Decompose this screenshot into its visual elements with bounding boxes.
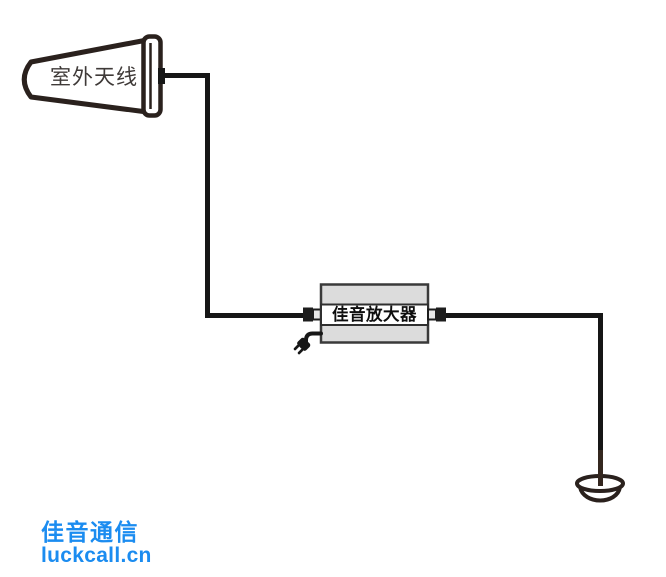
- connector-plug-left: [303, 307, 313, 322]
- plug-body: [297, 337, 311, 351]
- plug-prong: [293, 344, 300, 351]
- amplifier-output-connector: [427, 307, 446, 322]
- antenna-horn-body: [21, 37, 150, 115]
- power-cord: [304, 331, 323, 344]
- brand-company-name: 佳音通信: [41, 519, 139, 545]
- plug-prong: [297, 348, 304, 355]
- power-plug-icon: [293, 331, 323, 355]
- antenna-panel: [141, 34, 163, 118]
- outdoor-antenna-icon: [21, 34, 165, 118]
- outdoor-antenna-label: 室外天线: [50, 66, 138, 89]
- connector-socket-right: [427, 308, 437, 321]
- connector-plug-right: [436, 307, 446, 322]
- antenna-feed-point: [158, 68, 165, 84]
- coax-cable-left: [163, 73, 304, 318]
- brand-domain-text: luckcall.cn: [41, 544, 152, 567]
- amplifier-label: 佳音放大器: [332, 306, 417, 324]
- ceiling-antenna-icon: [575, 450, 625, 503]
- coax-cable-right: [446, 313, 603, 452]
- amplifier-input-connector: [303, 307, 322, 322]
- power-plug-head: [293, 337, 311, 355]
